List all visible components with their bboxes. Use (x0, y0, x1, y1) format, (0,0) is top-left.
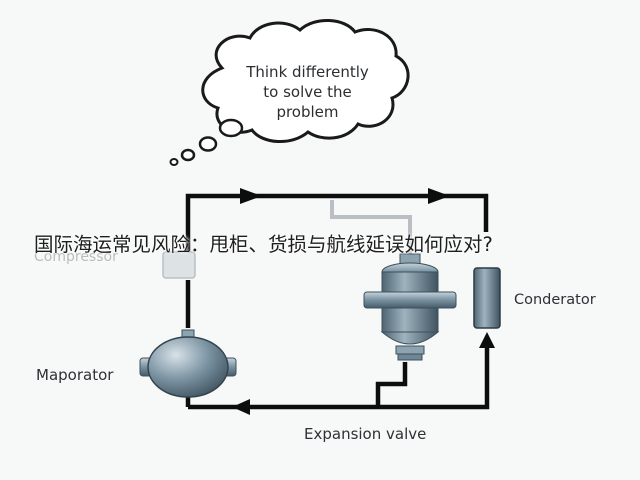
flow-arrow-icon (232, 399, 250, 415)
condenser-unit (473, 267, 501, 329)
thought-dot (218, 118, 244, 138)
separator-vessel (363, 253, 457, 361)
thought-line: Think differently (246, 63, 369, 81)
flow-arrow-icon (240, 188, 262, 204)
evaporator-label: Maporator (36, 366, 114, 384)
overlay-title: 国际海运常见风险：甩柜、货损与航线延误如何应对? (34, 233, 493, 256)
pipe-loop (185, 193, 490, 410)
thought-dot (198, 136, 218, 152)
thought-dot (169, 158, 179, 166)
compressor-label: Compressor (34, 249, 118, 265)
pipe-top (185, 193, 489, 255)
thought-bubble-text: Think differently to solve the problem (215, 62, 400, 122)
pipe-valve-drop (375, 362, 408, 407)
expansion-valve-label: Expansion valve (304, 425, 427, 443)
thought-dot (180, 148, 196, 162)
evaporator-unit (139, 329, 237, 398)
compressor-unit (162, 251, 196, 279)
inner-pipe (330, 200, 412, 256)
flow-arrow-icon (479, 332, 495, 348)
thought-bubble (169, 18, 410, 166)
pipe-bottom (188, 340, 490, 410)
thought-line: problem (276, 103, 339, 121)
condenser-label: Conderator (514, 292, 596, 308)
flow-arrow-icon (428, 188, 450, 204)
thought-line: to solve the (263, 83, 352, 101)
